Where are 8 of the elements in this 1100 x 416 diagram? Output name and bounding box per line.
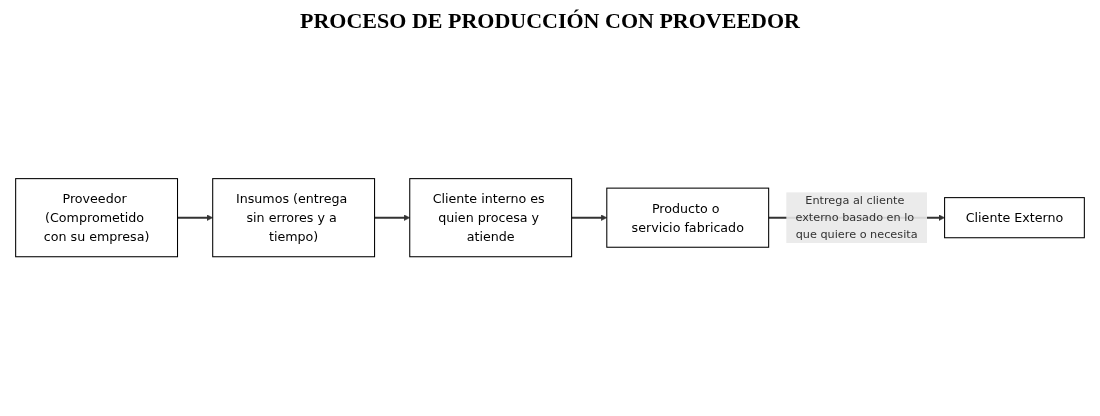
arrow <box>177 214 213 222</box>
node-box: Cliente interno es quien procesa y atiende <box>409 178 573 258</box>
node-box: Proveedor (Comprometido con su empresa) <box>15 178 179 258</box>
node-box: Producto o servicio fabricado <box>606 187 770 249</box>
node-box: Cliente Externo <box>944 197 1085 239</box>
diagram-title: PROCESO DE PRODUCCIÓN CON PROVEEDOR <box>299 8 801 34</box>
node-box: Insumos (entrega sin errores y a tiempo) <box>212 178 376 258</box>
edge-label: Entrega al cliente externo basado en lo que quiere o necesita <box>795 194 918 242</box>
